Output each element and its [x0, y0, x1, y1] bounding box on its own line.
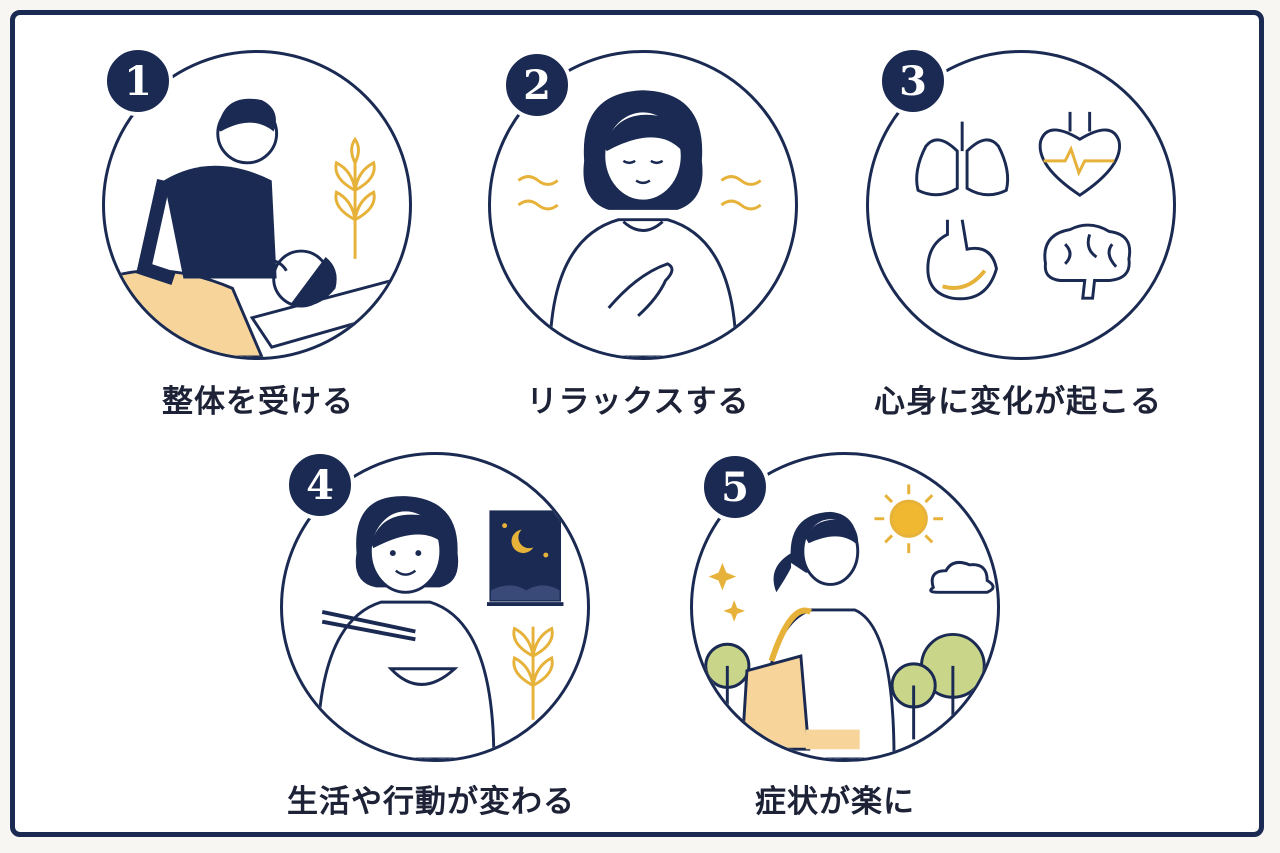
brain-icon	[1043, 223, 1132, 300]
heart-icon	[1038, 111, 1122, 197]
step-2-number-badge: 2	[502, 50, 572, 120]
sun-icon	[874, 484, 944, 554]
step-4-number-badge: 4	[285, 450, 355, 520]
night-window-icon	[486, 510, 564, 607]
cloud-icon	[929, 560, 995, 594]
step-3-label: 心身に変化が起こる	[874, 384, 1162, 420]
step-2-label: リラックスする	[526, 384, 750, 420]
step-5-number-badge: 5	[700, 452, 770, 522]
step-3-number-badge: 3	[878, 46, 948, 116]
relaxing-woman-icon	[517, 90, 762, 357]
step-5-label: 症状が楽に	[755, 784, 915, 820]
organs-icon	[915, 111, 1132, 301]
tree-icon	[704, 632, 986, 740]
walking-outdoors-icon	[704, 484, 995, 759]
stomach-icon	[926, 219, 998, 301]
eating-meal-icon	[315, 496, 564, 759]
step-4-label: 生活や行動が変わる	[287, 784, 575, 820]
massage-treatment-icon	[105, 98, 409, 357]
step-1-label: 整体を受ける	[162, 384, 354, 420]
lungs-icon	[915, 121, 1010, 197]
step-1-number-badge: 1	[103, 46, 173, 116]
